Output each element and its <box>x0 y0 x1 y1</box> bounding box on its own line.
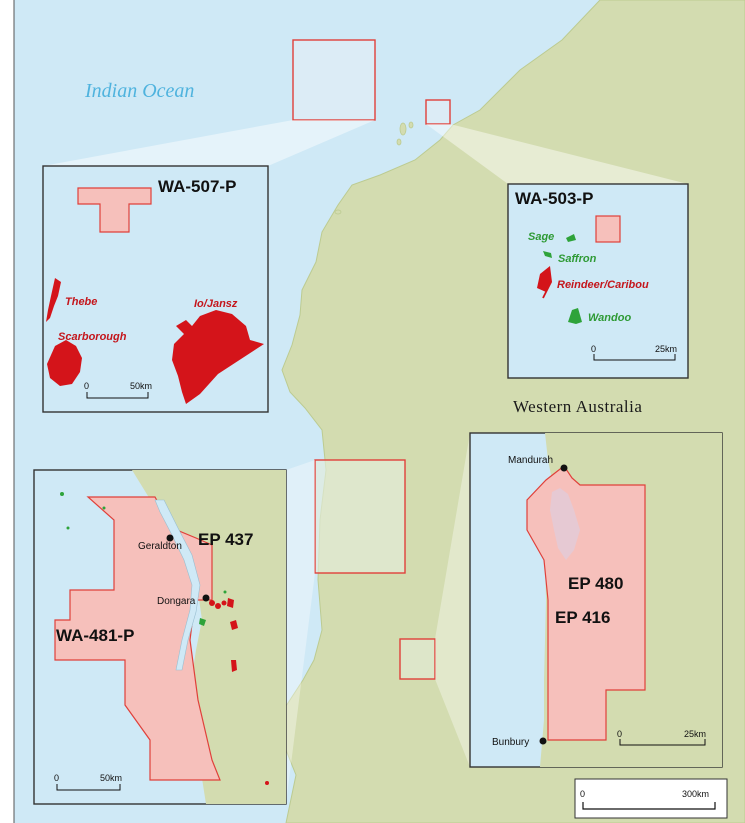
field-1 <box>209 600 215 606</box>
field-8 <box>223 590 227 594</box>
inset-land-wa481 <box>132 470 286 804</box>
inset-wa507: WA-507-P Thebe Scarborough Io/Jansz 0 50… <box>42 165 269 413</box>
permit-wa503 <box>595 215 621 243</box>
field-label-thebe: Thebe <box>65 296 97 308</box>
ocean-label: Indian Ocean <box>84 80 194 102</box>
permit-wa481 <box>54 496 221 781</box>
connector-wa507 <box>43 120 375 166</box>
permit-label-ep480: EP 480 <box>568 574 623 593</box>
permit-label-wa481: WA-481-P <box>56 626 134 645</box>
islet-2 <box>66 526 70 530</box>
town-dot-mandurah <box>560 464 568 472</box>
scale-bar-wa503: 0 25km <box>591 344 677 361</box>
permit-label-ep416: EP 416 <box>555 608 610 627</box>
svg-text:50km: 50km <box>130 381 152 391</box>
scale-bar-wa507: 0 50km <box>84 381 152 399</box>
field-sage <box>566 234 576 242</box>
permit-locator-ep480 <box>399 638 436 680</box>
permit-locator-wa507 <box>292 39 376 121</box>
town-dot-geraldton <box>166 534 174 542</box>
inlet-peel <box>550 488 580 560</box>
svg-text:0: 0 <box>54 773 59 783</box>
inset-wa503: WA-503-P Sage Saffron Reindeer/Caribou W… <box>507 183 689 379</box>
coastal-islands <box>334 121 414 215</box>
permit-locator-wa503 <box>425 99 451 125</box>
town-dot-dongara <box>202 594 210 602</box>
field-6 <box>231 660 237 672</box>
inset-water-channel <box>154 499 201 671</box>
scale-bar-ep480: 0 25km <box>617 729 706 746</box>
field-scarborough <box>47 340 82 386</box>
svg-text:0: 0 <box>580 789 585 799</box>
field-io-jansz <box>172 310 264 404</box>
town-label-bunbury: Bunbury <box>492 737 529 748</box>
scale-bar-wa481: 0 50km <box>54 773 122 791</box>
svg-text:300km: 300km <box>682 789 709 799</box>
islet-3 <box>102 506 106 510</box>
svg-text:0: 0 <box>84 381 89 391</box>
field-5 <box>230 620 238 630</box>
svg-text:25km: 25km <box>684 729 706 739</box>
town-dot-bunbury <box>539 737 547 745</box>
permit-wa507 <box>77 187 152 233</box>
field-wandoo <box>568 308 582 324</box>
svg-text:50km: 50km <box>100 773 122 783</box>
connector-wa481 <box>286 460 315 804</box>
field-7 <box>199 618 206 626</box>
connector-wa503 <box>426 124 688 184</box>
field-label-reindeer-caribou: Reindeer/Caribou <box>557 279 649 291</box>
field-4 <box>227 598 234 608</box>
land-label: Western Australia <box>513 397 642 416</box>
field-label-io-jansz: Io/Jansz <box>194 298 238 310</box>
field-saffron <box>543 251 552 258</box>
field-label-saffron: Saffron <box>558 253 597 265</box>
inset-wa481: EP 437 WA-481-P Geraldton Dongara 0 50km <box>33 469 287 805</box>
permit-locator-wa481 <box>314 459 406 574</box>
field-3 <box>221 600 227 606</box>
town-label-geraldton: Geraldton <box>138 541 182 552</box>
connector-ep480 <box>435 433 470 767</box>
field-label-wandoo: Wandoo <box>588 312 631 324</box>
town-label-dongara: Dongara <box>157 596 196 607</box>
town-label-mandurah: Mandurah <box>508 455 553 466</box>
svg-text:25km: 25km <box>655 344 677 354</box>
field-thebe <box>46 278 61 322</box>
field-9 <box>265 781 269 785</box>
inset-title-wa507: WA-507-P <box>158 177 236 196</box>
svg-text:0: 0 <box>617 729 622 739</box>
inset-ep480: EP 480 EP 416 Mandurah Bunbury 0 25km <box>469 432 723 768</box>
svg-text:0: 0 <box>591 344 596 354</box>
islet-1 <box>60 492 64 496</box>
scale-bar-main: 0 300km <box>574 778 728 819</box>
field-label-scarborough: Scarborough <box>58 331 127 343</box>
field-label-sage: Sage <box>528 231 554 243</box>
inset-title-wa503: WA-503-P <box>515 189 593 208</box>
field-2 <box>215 603 221 609</box>
permit-label-ep437: EP 437 <box>198 530 253 549</box>
